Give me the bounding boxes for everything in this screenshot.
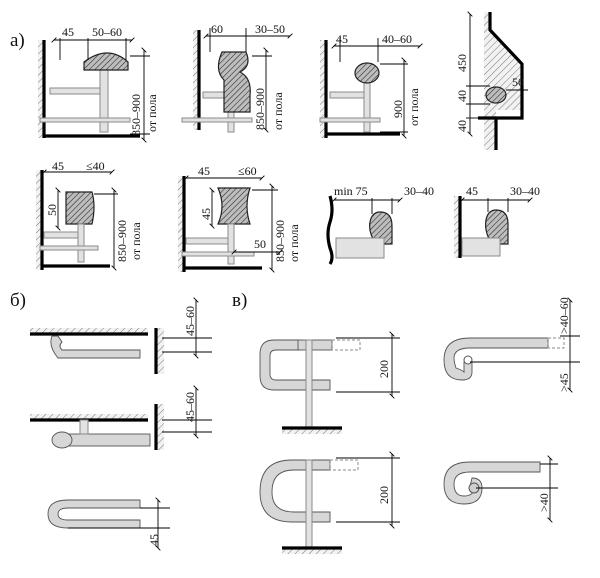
detail-a3 <box>319 38 420 138</box>
dim-a1-side2: от пола <box>145 94 159 132</box>
handrail-section <box>217 51 251 113</box>
detail-a7 <box>326 195 400 265</box>
detail-v4 <box>443 458 558 520</box>
dim-v5: >40 <box>537 493 551 512</box>
detail-v1 <box>259 334 400 434</box>
dim-a5-side: 850–900 <box>115 220 129 262</box>
dim-a4-side-bot: 40 <box>455 120 469 132</box>
detail-a2 <box>181 28 290 132</box>
dim-v4: 200 <box>377 486 391 504</box>
dim-a6-top: 45 <box>198 164 210 178</box>
section-label-a: а) <box>10 30 25 51</box>
section-label-b: б) <box>10 290 26 311</box>
dim-a1-top2: 50–60 <box>92 25 122 39</box>
dim-v3: >45 <box>557 373 571 392</box>
dim-a2-top: 60 <box>211 22 223 36</box>
dim-a4-side-top: 450 <box>455 54 469 72</box>
dim-b3: 45 <box>147 534 161 546</box>
dim-a7-top2: 30–40 <box>404 184 434 198</box>
detail-a1 <box>38 38 150 140</box>
dim-a8-top2: 30–40 <box>510 184 540 198</box>
dim-a3-top2: 40–60 <box>382 32 412 46</box>
dim-a5-left: 50 <box>45 204 59 216</box>
dim-a6-side: 850–900 <box>273 220 287 262</box>
detail-a4 <box>466 12 528 150</box>
handrail-section <box>354 62 380 84</box>
dim-a4-right: 50 <box>512 75 524 89</box>
dim-a8-top: 45 <box>466 184 478 198</box>
dim-v2: >40–60 <box>557 297 571 334</box>
detail-a8 <box>454 196 530 258</box>
dim-v1: 200 <box>377 360 391 378</box>
dim-a6-bottom: 50 <box>254 237 266 251</box>
dim-a6-side2: от пола <box>287 224 301 262</box>
detail-v3 <box>259 454 400 554</box>
dim-a2-top2: 30–50 <box>255 22 285 36</box>
dim-b2: 45–60 <box>183 392 197 422</box>
detail-b1 <box>30 300 212 374</box>
section-label-v: в) <box>232 290 247 311</box>
dim-a6-left: 45 <box>199 208 213 220</box>
detail-b3 <box>47 500 170 548</box>
detail-v2 <box>443 300 580 390</box>
detail-a5 <box>36 170 118 270</box>
dim-a3-top: 45 <box>336 32 348 46</box>
dim-a5-top: 45 <box>52 159 64 173</box>
dim-a3-side2: от пола <box>407 88 421 126</box>
handrail-section <box>83 52 129 71</box>
dim-a2-side: 850–900 <box>253 88 267 130</box>
dim-a6-top2: ≤60 <box>238 164 257 178</box>
dim-b1: 45–60 <box>183 306 197 336</box>
dim-a2-side2: от пола <box>271 92 285 130</box>
dim-a5-top2: ≤40 <box>86 159 105 173</box>
handrail-section <box>485 209 509 245</box>
dim-a7-top: min 75 <box>334 184 368 198</box>
dim-a4-side-mid: 40 <box>455 90 469 102</box>
handrail-section <box>369 211 393 245</box>
handrail-section <box>485 86 507 104</box>
dim-a3-side: 900 <box>391 100 405 118</box>
handrail-section <box>217 187 251 225</box>
detail-a6 <box>178 176 280 272</box>
detail-b2 <box>30 388 212 450</box>
dim-a1-side: 850–900 <box>129 94 143 136</box>
handrail-section <box>65 191 95 225</box>
dim-a1-top: 45 <box>62 25 74 39</box>
dim-a5-side2: от пола <box>129 222 143 260</box>
